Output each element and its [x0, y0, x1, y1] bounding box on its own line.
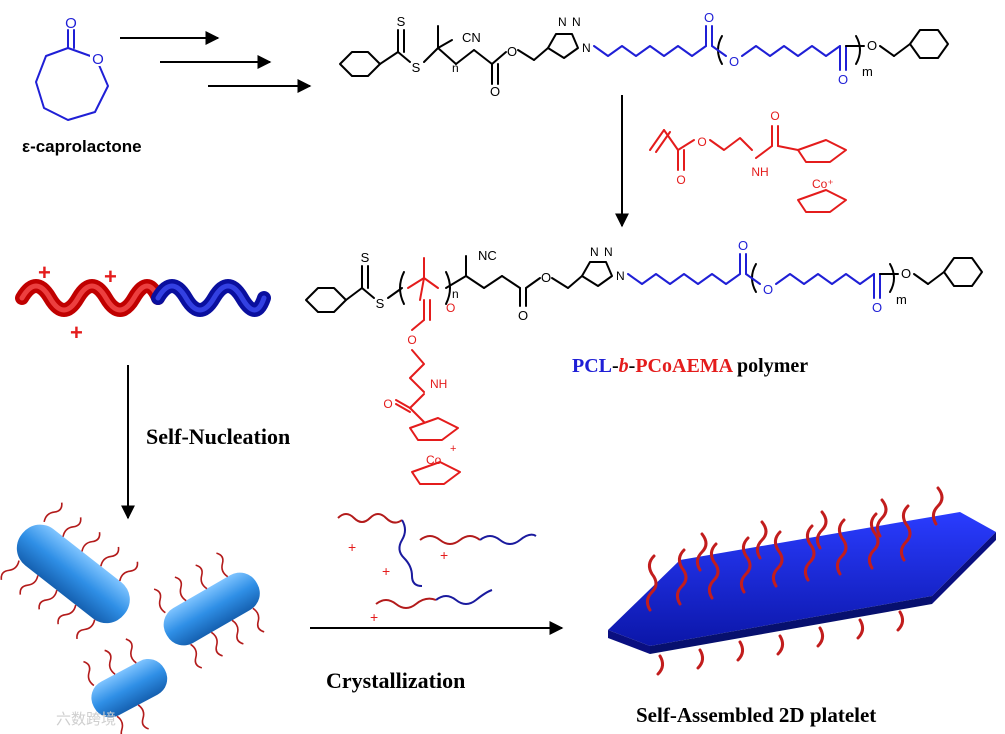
svg-text:NH: NH: [751, 165, 768, 179]
svg-text:O: O: [838, 72, 848, 87]
svg-text:O: O: [383, 397, 392, 411]
watermark: 六数跨境: [56, 710, 116, 728]
svg-text:S: S: [397, 14, 406, 29]
svg-text:O: O: [901, 266, 911, 281]
seed-micelle: [0, 502, 139, 640]
svg-text:+: +: [440, 547, 448, 563]
svg-text:N: N: [604, 245, 613, 259]
svg-text:+: +: [382, 563, 390, 579]
seed-micelle: [153, 552, 265, 669]
step-label-nucleation: Self-Nucleation: [146, 424, 290, 449]
svg-text:Co⁺: Co⁺: [812, 177, 834, 191]
svg-text:O: O: [770, 109, 779, 123]
svg-text:S: S: [361, 250, 370, 265]
svg-text:n: n: [452, 61, 459, 75]
polymer-label: PCL-b-PCoAEMA polymer: [572, 355, 808, 377]
block-copolymer-structure: S S n NC O O N N N O O: [305, 238, 983, 485]
step-label-crystallization: Crystallization: [326, 668, 465, 693]
carbonyl-oxygen: O: [65, 15, 77, 32]
svg-text:n: n: [452, 287, 459, 301]
svg-text:O: O: [704, 10, 714, 25]
svg-text:O: O: [763, 282, 773, 297]
svg-text:N: N: [558, 15, 567, 29]
free-unimer: + + + +: [337, 513, 537, 625]
ring-oxygen: O: [92, 51, 104, 68]
svg-text:O: O: [407, 333, 416, 347]
svg-text:O: O: [697, 135, 706, 149]
svg-text:O: O: [490, 84, 500, 99]
svg-text:O: O: [507, 44, 517, 59]
svg-text:+: +: [370, 609, 378, 625]
svg-text:N: N: [582, 41, 591, 55]
svg-text:O: O: [872, 300, 882, 315]
svg-text:N: N: [590, 245, 599, 259]
monomer-label: ε-caprolactone: [22, 137, 142, 156]
svg-text:+: +: [450, 443, 456, 455]
product-label: Self-Assembled 2D platelet: [636, 703, 876, 727]
platelet-2d: [608, 486, 996, 676]
macro-cta-structure: S S CN O O N N N O O O m O: [339, 10, 949, 99]
svg-text:O: O: [738, 238, 748, 253]
svg-text:O: O: [729, 54, 739, 69]
svg-text:O: O: [867, 38, 877, 53]
svg-text:O: O: [541, 270, 551, 285]
svg-text:O: O: [676, 173, 685, 187]
svg-text:+: +: [348, 539, 356, 555]
svg-text:NH: NH: [430, 377, 447, 391]
svg-text:m: m: [896, 292, 907, 307]
cobaltocenium-monomer-structure: O O NH O Co⁺: [649, 109, 847, 213]
svg-text:N: N: [572, 15, 581, 29]
svg-text:O: O: [446, 301, 455, 315]
block-copolymer-coil: + + +: [15, 260, 271, 345]
svg-text:CN: CN: [462, 30, 481, 45]
svg-text:m: m: [862, 64, 873, 79]
svg-text:+: +: [104, 264, 117, 289]
svg-text:S: S: [376, 296, 385, 311]
caprolactone-structure: O O: [35, 15, 109, 121]
svg-text:+: +: [38, 260, 51, 285]
svg-text:N: N: [616, 269, 625, 283]
seed-micelle: [83, 638, 168, 734]
svg-text:S: S: [412, 60, 421, 75]
svg-text:+: +: [70, 320, 83, 345]
svg-text:O: O: [518, 308, 528, 323]
svg-text:NC: NC: [478, 248, 497, 263]
